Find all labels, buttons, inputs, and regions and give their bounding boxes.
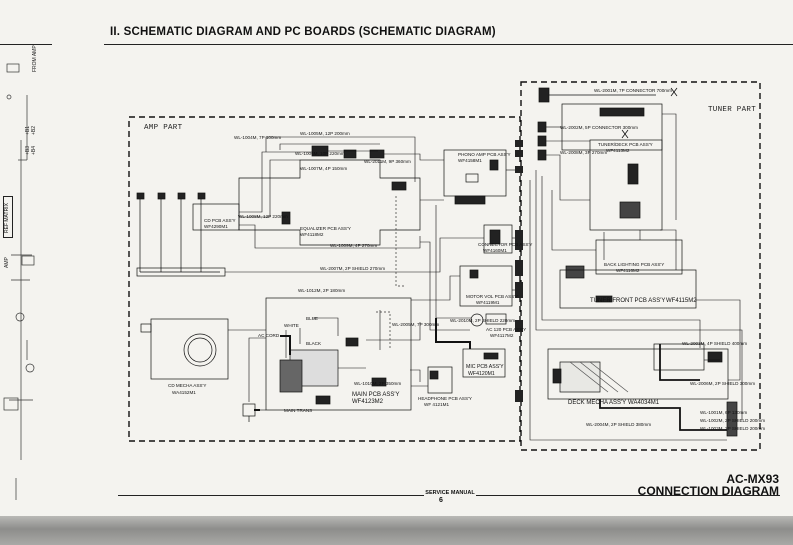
- svg-text:+B2: +B2: [31, 126, 37, 135]
- wire-white-label: WHITE: [284, 323, 299, 328]
- headphone-pcb-label: HEADPHONE PCB ASS'Y: [418, 396, 472, 401]
- cd-mecha-number: WA4152M1: [172, 390, 196, 395]
- svg-text:AMP: AMP: [4, 257, 10, 269]
- cable-label: WL-2002M, 5P CONNECTOR 300mm: [560, 125, 638, 130]
- main-trans-label: MAIN TRANS: [284, 408, 313, 413]
- cable-label: WL-2011M, 9P 360mm: [364, 159, 411, 164]
- shield-cables: [254, 318, 471, 411]
- cd-pcb-number: WF4290M1: [204, 224, 228, 229]
- cable-label: WL-1001M, 6P 130mm: [700, 410, 748, 415]
- cable-label: WL-1008M, 12P 220mm: [238, 214, 288, 219]
- ac120-pcb-label: AC 120 PCB ASS'Y: [486, 327, 527, 332]
- tuner-part-label: TUNER PART: [708, 106, 757, 114]
- svg-text:+B4: +B4: [31, 146, 37, 155]
- svg-text:+B1: +B1: [25, 126, 31, 135]
- equalizer-pcb-label: EQUALIZER PCB ASS'Y: [300, 226, 351, 231]
- cable-label: WL-1007M, 4P 150mm: [300, 166, 348, 171]
- ac120-pcb-number: WF4117M2: [490, 333, 514, 338]
- amp-wiring: [225, 136, 520, 411]
- back-lighting-pcb-label: BACK LIGHTING PCB ASS'Y: [604, 262, 665, 267]
- phono-amp-pcb-number: WF4158M1: [458, 158, 482, 163]
- cable-label: WL-2005M, 7P 300mm: [392, 322, 440, 327]
- cable-label: WL-2003M, 4P SHIELD 400mm: [682, 341, 748, 346]
- tuner-wiring: [529, 113, 743, 441]
- diagram-title: CONNECTION DIAGRAM: [637, 484, 779, 498]
- deck-mecha-label: DECK MECHA ASS'Y: [568, 400, 627, 406]
- cable-label: WL-2010M, 2P SHIELD 220mm: [450, 318, 516, 323]
- cable-label: WL-1010M, 2P 350mm: [354, 381, 402, 386]
- header-rule: [104, 44, 793, 45]
- equalizer-pcb-number: WF4118M2: [300, 232, 324, 237]
- motor-vol-pcb-label: MOTOR VOL PCB ASS'Y: [466, 294, 519, 299]
- service-manual-label: SERVICE MANUAL: [425, 490, 475, 496]
- phono-amp-pcb-label: PHONO AMP PCB ASS'Y: [458, 152, 511, 157]
- dashed-shields: [376, 196, 404, 350]
- cross-marks: [621, 87, 678, 139]
- wire-blue-label: BLUE: [306, 316, 319, 321]
- svg-text:FROM AMP: FROM AMP: [32, 45, 38, 72]
- main-pcb-label: MAIN PCB ASS'Y: [352, 392, 400, 398]
- footer-rule-left: [118, 495, 424, 496]
- cable-label: WL-1012M, 2P 180mm: [298, 288, 346, 293]
- cable-label: WL-1002M, 2P SHIELD 200mm: [700, 418, 766, 423]
- motor-vol-pcb-number: WF4119M1: [476, 300, 500, 305]
- main-pcb-number: WF4123M2: [352, 399, 384, 405]
- left-rule: [0, 44, 52, 45]
- cable-label: WL-1006M, 10P 220mm: [295, 151, 345, 156]
- ref-matrix-tab: [3, 196, 13, 238]
- amp-boards: [136, 145, 513, 422]
- model-number: AC-MX93: [726, 472, 779, 486]
- tuner-boards: [537, 87, 738, 437]
- headphone-pcb-number: WF 4121M1: [424, 402, 450, 407]
- page-number: 6: [439, 497, 443, 504]
- tuner-deck-pcb-number: WF4113M2: [606, 148, 630, 153]
- cable-label: WL-2007M, 2P SHIELD 270mm: [320, 266, 386, 271]
- cable-label: WL-2008M, 3P 270mm: [560, 150, 608, 155]
- cable-label: WL-1009M, 4P 270mm: [330, 243, 378, 248]
- svg-text:+B3: +B3: [25, 146, 31, 155]
- cable-label: WL-2004M, 2P SHIELD 380mm: [586, 422, 652, 427]
- cd-mecha-label: CD MECHA ASS'Y: [168, 383, 207, 388]
- wire-black-label: BLACK: [306, 341, 322, 346]
- tuner-shield-cables: [599, 344, 727, 431]
- mic-pcb-label: MIC PCB ASS'Y: [466, 364, 504, 370]
- back-lighting-pcb-number: WF4116M2: [616, 268, 640, 273]
- crossing-connectors: [515, 140, 523, 402]
- footer-rule-right: [476, 495, 780, 496]
- cd-pcb-label: CD PCB ASS'Y: [204, 218, 236, 223]
- mic-pcb-number: WF4120M1: [468, 371, 495, 377]
- amp-part-label: AMP PART: [144, 124, 183, 132]
- tuner-front-pcb-number: WF4115M2: [666, 298, 697, 304]
- cable-label: WL-2006M, 2P SHIELD 300mm: [690, 381, 756, 386]
- connector-pcb-number: WF4160M1: [483, 248, 507, 253]
- scan-edge-band: [0, 516, 793, 545]
- cable-label: WL-1004M, 7P 100mm: [234, 135, 282, 140]
- cable-label: WL-1005M, 12P 200mm: [300, 131, 350, 136]
- cable-label: WL-2001M, 7P CONNECTOR 700mm: [594, 88, 672, 93]
- connector-pcb-label: CONNECTOR PCB ASS'Y: [478, 242, 533, 247]
- ac-cord-label: AC CORD: [258, 333, 280, 338]
- cable-label: WL-1003M, 2P SHIELD 200mm: [700, 426, 766, 431]
- amp-part-frame: [128, 116, 521, 442]
- deck-mecha-number: WA4034M1: [628, 400, 660, 406]
- section-title: II. SCHEMATIC DIAGRAM AND PC BOARDS (SCH…: [110, 26, 496, 38]
- tuner-front-pcb-label: TUNER FRONT PCB ASS'Y: [590, 298, 666, 304]
- tuner-deck-pcb-label: TUNER/DECK PCB ASS'Y: [598, 142, 653, 147]
